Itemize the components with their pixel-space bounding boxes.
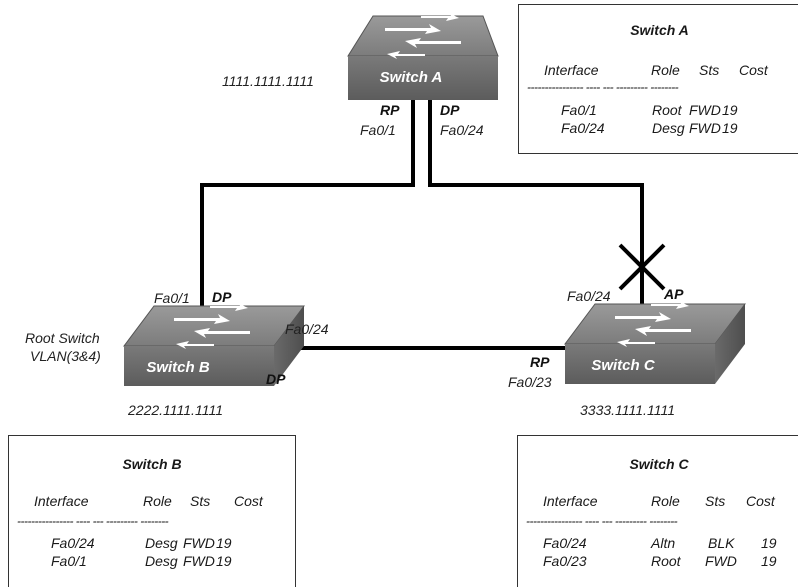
row-cost: 19 (216, 535, 232, 551)
switch-a-label: Switch A (380, 69, 443, 86)
link-a-c (428, 100, 644, 310)
switch-b-mac: 2222.1111.1111 (127, 402, 223, 418)
port-a-right-iface: Fa0/24 (440, 122, 484, 138)
row-status: FWD (705, 553, 737, 569)
col-header-sts: Sts (699, 62, 720, 78)
row-interface: Fa0/24 (51, 535, 95, 551)
row-cost: 19 (761, 535, 777, 551)
port-b-top-iface: Fa0/1 (154, 290, 190, 306)
port-a-left-iface: Fa0/1 (360, 122, 396, 138)
port-b-right-role: DP (266, 371, 286, 387)
col-header-interface: Interface (543, 493, 598, 509)
port-b-right-iface: Fa0/24 (285, 321, 329, 337)
row-role: Desg (652, 120, 685, 136)
port-a-left-role: RP (380, 102, 400, 118)
row-role: Root (652, 102, 682, 118)
switch-c[interactable]: Switch C (564, 301, 746, 384)
table-separator: ---------------- ---- --- --------- ----… (526, 514, 678, 528)
port-c-left-role: RP (530, 354, 550, 370)
row-cost: 19 (761, 553, 777, 569)
row-cost: 19 (722, 102, 738, 118)
row-cost: 19 (722, 120, 738, 136)
row-status: FWD (689, 102, 721, 118)
port-c-top-iface: Fa0/24 (567, 288, 611, 304)
col-header-role: Role (651, 62, 680, 78)
blocked-port-x-icon (618, 243, 666, 291)
switch-a-mac: 1111.1111.1111 (222, 73, 314, 89)
table-title: Switch A (630, 22, 689, 38)
port-c-top-role: AP (663, 286, 684, 302)
col-header-role: Role (651, 493, 680, 509)
table-title: Switch C (629, 456, 689, 472)
switch-c-table: Switch C Interface Role Sts Cost -------… (517, 435, 798, 587)
table-separator: ---------------- ---- --- --------- ----… (17, 514, 169, 528)
row-status: BLK (708, 535, 735, 551)
switch-a-table: Switch A Interface Role Sts Cost -------… (518, 4, 798, 154)
link-a-b (200, 100, 415, 308)
col-header-cost: Cost (746, 493, 775, 509)
row-role: Root (651, 553, 681, 569)
col-header-cost: Cost (234, 493, 263, 509)
switch-b-table: Switch B Interface Role Sts Cost -------… (8, 435, 296, 587)
row-role: Desg (145, 535, 178, 551)
switch-c-label: Switch C (591, 357, 656, 374)
root-vlan-note: VLAN(3&4) (30, 348, 101, 364)
row-cost: 19 (216, 553, 232, 569)
col-header-interface: Interface (34, 493, 89, 509)
row-interface: Fa0/23 (543, 553, 587, 569)
links (200, 100, 666, 350)
port-a-right-role: DP (440, 102, 460, 118)
table-title: Switch B (122, 456, 182, 472)
col-header-sts: Sts (190, 493, 211, 509)
row-role: Altn (651, 535, 676, 551)
table-separator: ---------------- ---- --- --------- ----… (527, 80, 679, 94)
col-header-interface: Interface (544, 62, 599, 78)
row-status: FWD (183, 553, 215, 569)
row-interface: Fa0/24 (561, 120, 605, 136)
row-status: FWD (689, 120, 721, 136)
row-role: Desg (145, 553, 178, 569)
row-status: FWD (183, 535, 215, 551)
row-interface: Fa0/1 (51, 553, 87, 569)
port-c-left-iface: Fa0/23 (508, 374, 552, 390)
switch-a[interactable]: Switch A (347, 13, 499, 100)
switch-b-label: Switch B (146, 359, 210, 376)
switch-b[interactable]: Switch B (123, 303, 305, 386)
row-interface: Fa0/1 (561, 102, 597, 118)
root-switch-note: Root Switch (25, 330, 100, 346)
port-b-top-role: DP (212, 289, 232, 305)
col-header-sts: Sts (705, 493, 726, 509)
col-header-cost: Cost (739, 62, 768, 78)
col-header-role: Role (143, 493, 172, 509)
row-interface: Fa0/24 (543, 535, 587, 551)
switch-c-mac: 3333.1111.1111 (580, 402, 675, 418)
